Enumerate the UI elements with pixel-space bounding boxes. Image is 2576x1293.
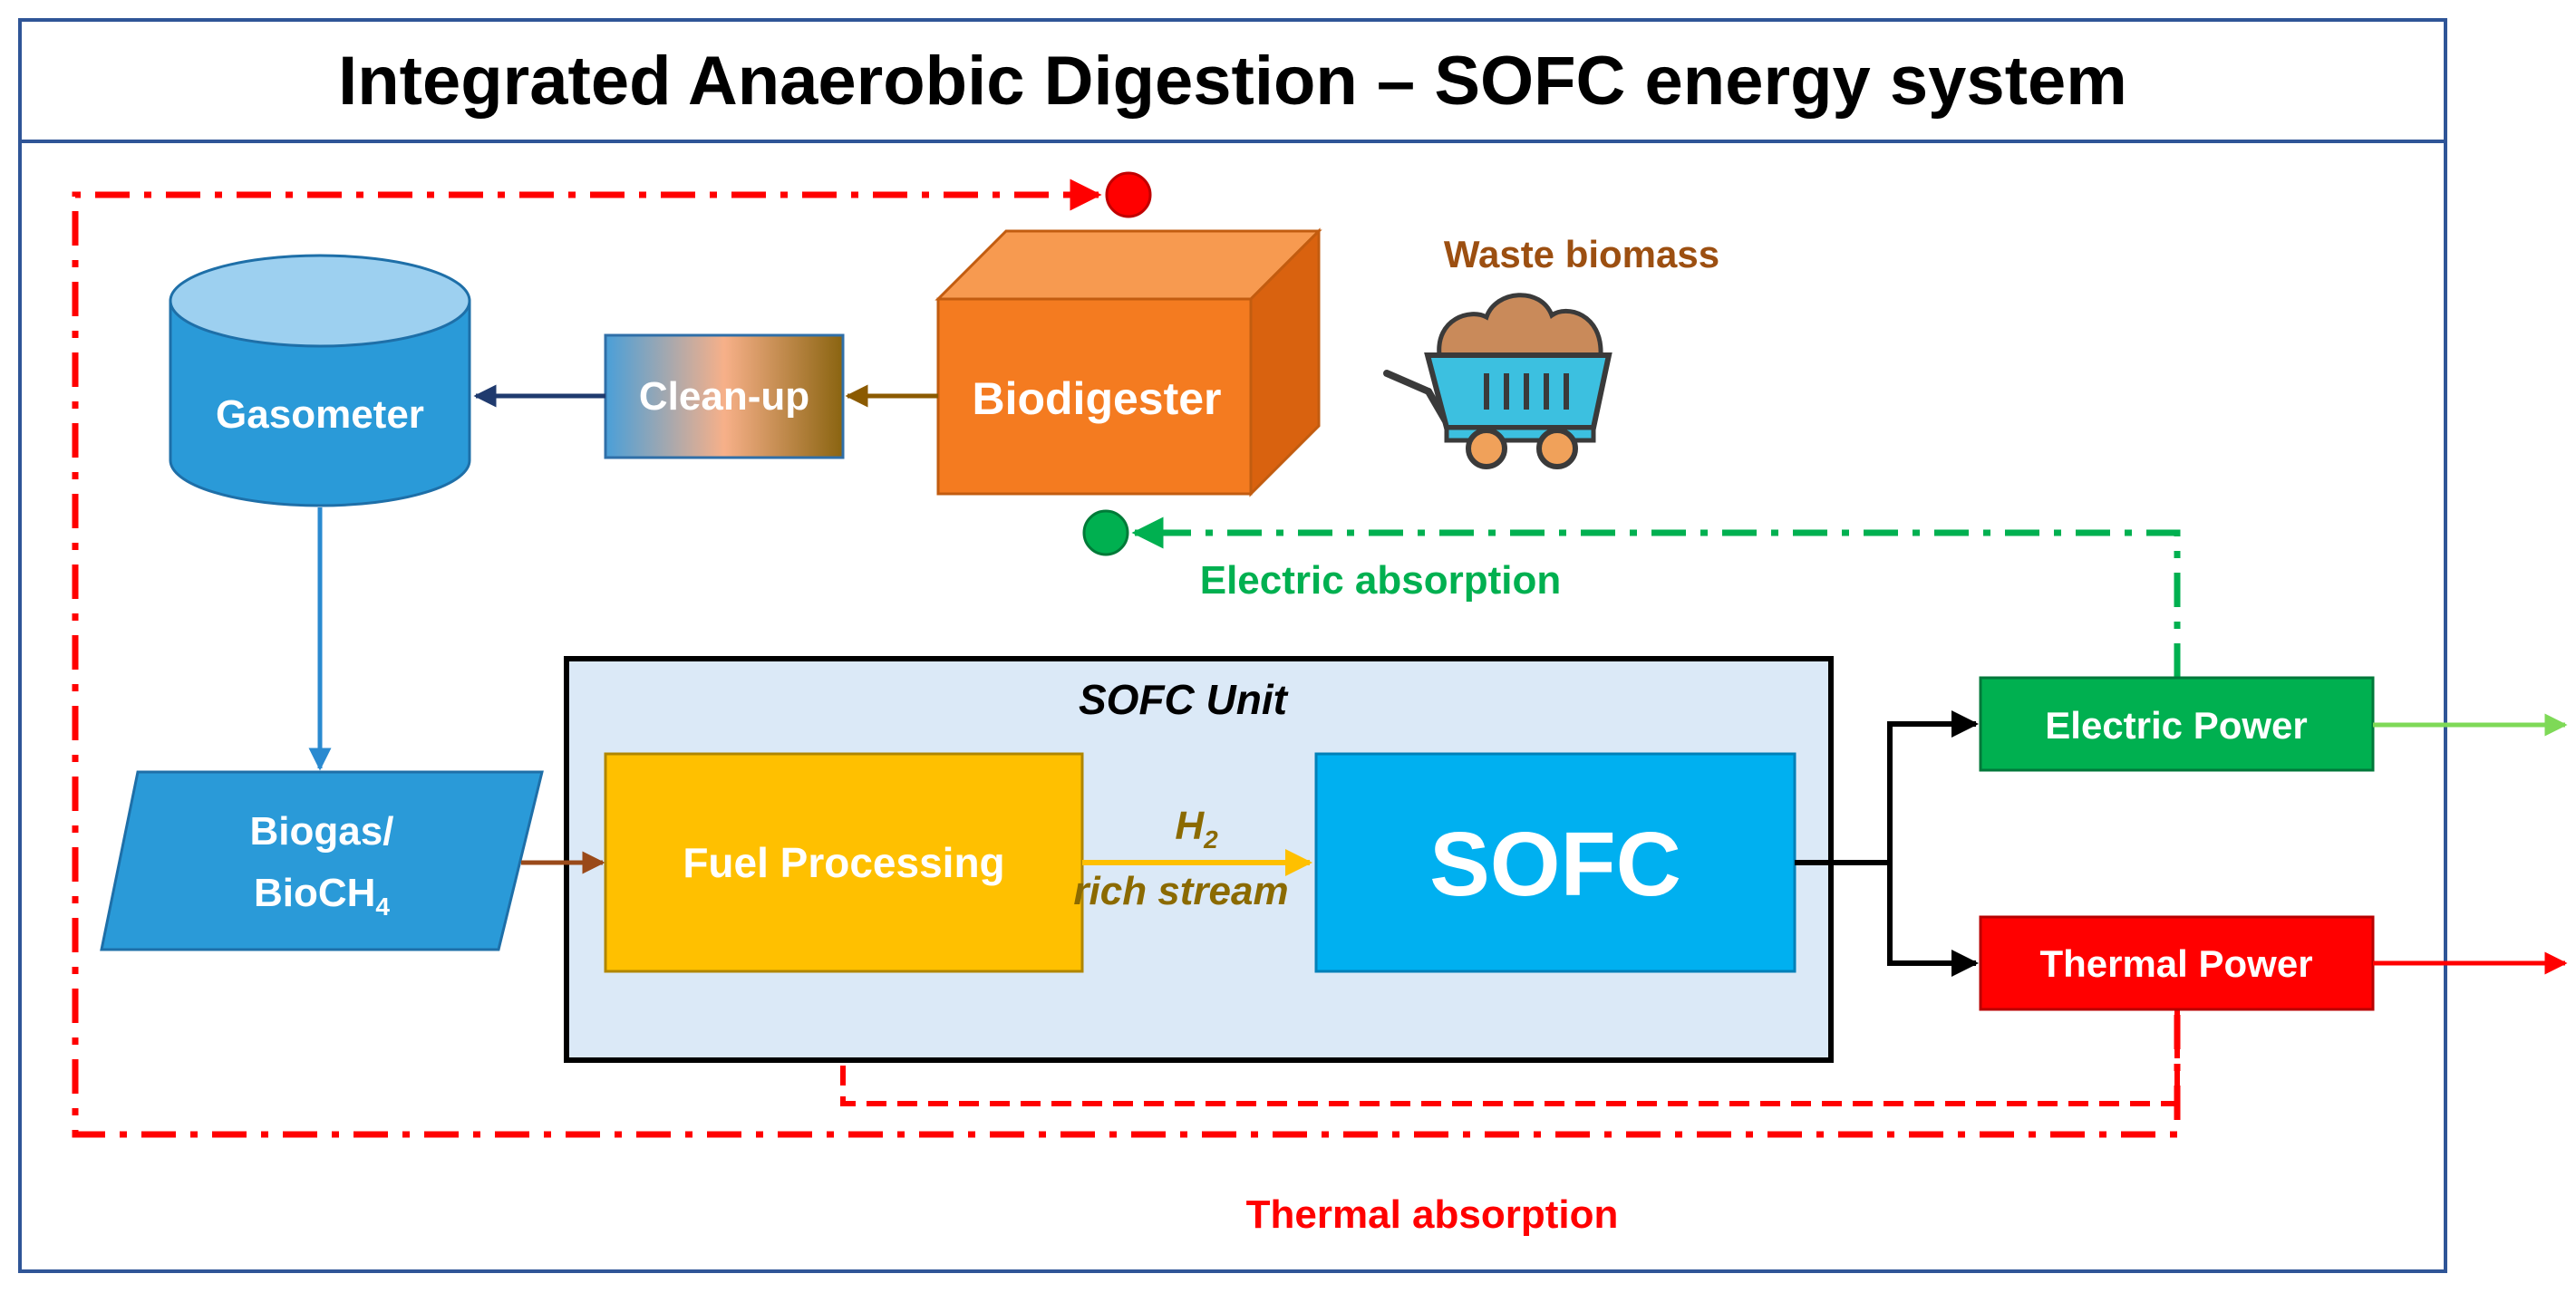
- red-node-icon: [1105, 171, 1152, 218]
- biogas-label-line2: BioCH4: [254, 871, 390, 921]
- thermal-absorption-label: Thermal absorption: [1246, 1192, 1619, 1237]
- cleanup-node: [604, 333, 845, 459]
- gasometer-node: [169, 254, 471, 507]
- waste-cart-icon: [1383, 293, 1612, 469]
- electric-absorption-loop: [1131, 516, 2181, 678]
- sofc-label: SOFC: [1429, 814, 1681, 915]
- thermal-power-node: [1979, 915, 2375, 1011]
- electric-power-node: [1979, 676, 2375, 772]
- diagram-title: Integrated Anaerobic Digestion – SOFC en…: [338, 42, 2127, 120]
- electric-absorption-label: Electric absorption: [1200, 558, 1562, 603]
- fuel-processing-label: Fuel Processing: [683, 839, 1004, 886]
- thermal-absorption-loop: [72, 179, 2181, 1138]
- biogas-node: [100, 770, 544, 951]
- fuel-processing-node: [604, 752, 1084, 973]
- biodigester-node: [935, 227, 1322, 497]
- gasometer-label: Gasometer: [216, 392, 424, 437]
- rich-stream-label: rich stream: [1073, 869, 1288, 913]
- sofc-node: [1314, 752, 1796, 973]
- waste-biomass-label: Waste biomass: [1444, 233, 1719, 275]
- title-bar: Integrated Anaerobic Digestion – SOFC en…: [18, 18, 2447, 143]
- sofc-unit-label: SOFC Unit: [1079, 676, 1289, 723]
- cleanup-label: Clean-up: [639, 374, 809, 419]
- green-node-icon: [1082, 509, 1129, 556]
- biogas-label-line1: Biogas/: [250, 809, 394, 854]
- h2-label: H2: [1175, 804, 1218, 854]
- biodigester-label: Biodigester: [972, 373, 1221, 424]
- electric-power-label: Electric Power: [2045, 704, 2307, 747]
- thermal-power-label: Thermal Power: [2039, 942, 2312, 985]
